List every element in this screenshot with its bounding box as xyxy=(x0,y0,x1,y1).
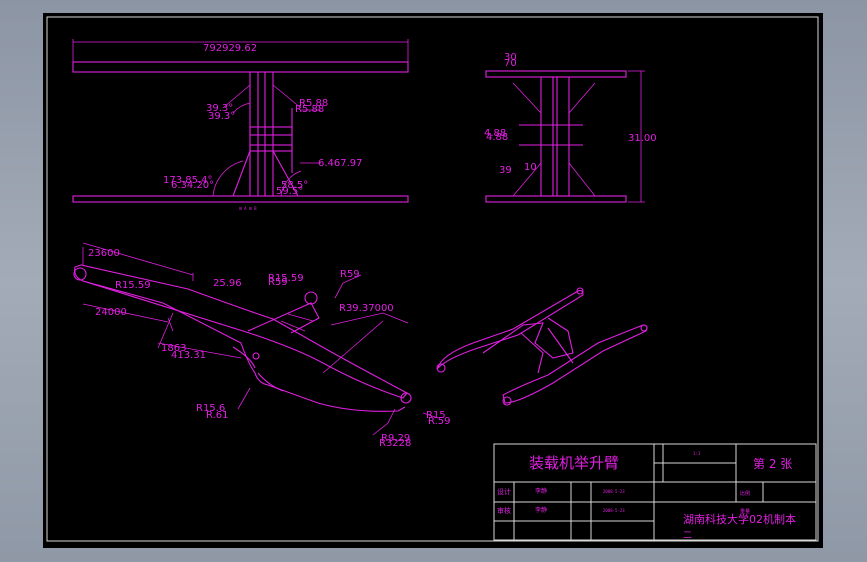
angle-bottom-b: 59.5° xyxy=(276,186,303,197)
pivot-left xyxy=(73,267,87,281)
dim-mid-right: 6.467.97 xyxy=(318,158,363,169)
detail-d5b: R59 xyxy=(340,269,360,280)
side-mid-dim-b: 4.88 xyxy=(486,132,508,143)
iso-arm-front xyxy=(437,289,584,370)
isometric-view xyxy=(436,287,648,406)
row1-label: 设计 xyxy=(497,487,511,496)
detail-d6: R39.37000 xyxy=(339,303,394,314)
detail-d2: R15.59 xyxy=(115,280,151,291)
angle-top-b: 39.3° xyxy=(208,111,235,122)
side-top-dim: 30 xyxy=(504,52,517,63)
side-top-dim-b: 70 xyxy=(504,58,517,69)
cross-bar-lower xyxy=(249,144,293,152)
school-name-line2: 二 xyxy=(683,531,692,541)
angle-bottom: 58.5° xyxy=(281,180,308,191)
detail-d8: 1863 xyxy=(161,343,186,354)
right-post xyxy=(264,71,274,197)
bottom-beam xyxy=(72,195,409,203)
width-dim: 792929.62 xyxy=(203,43,257,54)
side-view: 31.00 30 70 4.88 4.88 39 10 xyxy=(484,52,657,203)
scale-value: 1:1 xyxy=(693,451,701,456)
front-note: Ⅲ A Ⅲ B xyxy=(239,206,257,211)
detail-d9: 413.31 xyxy=(171,350,206,361)
detail-d1: 23600 xyxy=(88,248,120,259)
detail-d13: R.59 xyxy=(428,416,451,427)
drawing-sheet: 792929.62 39.3° 39.3° R5.88 R5.88 6.467.… xyxy=(43,13,823,548)
outer-frame xyxy=(46,16,819,542)
r-right-b: R5.88 xyxy=(295,104,324,115)
detail-d7: 24000 xyxy=(95,307,127,318)
side-mid-dim: 4.88 xyxy=(484,128,506,139)
side-top-beam xyxy=(485,70,627,78)
school-name: 湖南科技大学02机制本 xyxy=(683,512,796,526)
arm-detail-view: 23600 R15.59 25.96 R15.59 R59 R59 R39.37… xyxy=(73,242,451,449)
side-bottom-beam xyxy=(485,195,627,203)
r-right-a: R5.88 xyxy=(299,98,328,109)
cross-bar-upper xyxy=(249,126,293,136)
drawing-title: 装载机举升臂 xyxy=(529,454,619,472)
detail-d10: R15.6 xyxy=(196,403,225,414)
side-post-left xyxy=(540,76,554,197)
top-beam xyxy=(72,61,409,73)
row2-date: 2008-5-23 xyxy=(603,508,625,513)
row2-mark: 重量 xyxy=(740,508,750,515)
row2-name: 李静 xyxy=(535,506,547,514)
detail-d14: R9.29 xyxy=(381,433,410,444)
detail-d5: R59 xyxy=(268,277,288,288)
side-height-dim: 31.00 xyxy=(628,133,657,144)
front-view: 792929.62 39.3° 39.3° R5.88 R5.88 6.467.… xyxy=(72,39,409,211)
detail-d15: R3228 xyxy=(379,438,411,449)
row1-date: 2008-5-23 xyxy=(603,489,625,494)
angle-top-a: 39.3° xyxy=(206,103,233,114)
angle-left: 173.85.4° xyxy=(163,175,213,186)
pivot-top xyxy=(304,291,318,305)
side-bottom-b: 10 xyxy=(524,162,537,173)
side-bottom-a: 39 xyxy=(499,165,512,176)
side-post-right xyxy=(556,76,570,197)
left-post xyxy=(249,71,259,197)
row1-mark: 比例 xyxy=(740,490,750,497)
detail-d11: R.61 xyxy=(206,410,229,421)
title-block: 装载机举升臂 第 2 张 1:1 设计 审核 李静 李静 2008-5-23 2… xyxy=(493,443,817,541)
detail-d3: 25.96 xyxy=(213,278,242,289)
sheet-number: 第 2 张 xyxy=(753,457,792,471)
detail-d4: R15.59 xyxy=(268,273,304,284)
pivot-right xyxy=(400,392,412,404)
detail-d12: R15 xyxy=(426,410,446,421)
row1-name: 李静 xyxy=(535,487,547,495)
arm-outline xyxy=(74,264,408,399)
angle-left-b: 6.34.20° xyxy=(171,180,214,191)
row2-label: 审核 xyxy=(497,506,511,515)
cad-drawing: 792929.62 39.3° 39.3° R5.88 R5.88 6.467.… xyxy=(46,16,819,542)
